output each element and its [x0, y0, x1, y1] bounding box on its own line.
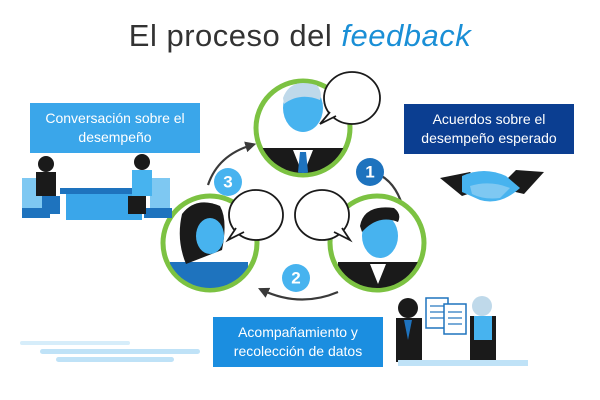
speech-bubble-icon	[225, 189, 284, 243]
speech-bubble-icon	[319, 71, 381, 125]
arrow-icon	[206, 141, 257, 186]
arrow-icon	[258, 287, 339, 301]
document-icon	[396, 296, 528, 366]
person-icon	[327, 193, 427, 293]
agreements-label: Acuerdos sobre el desempeño esperado	[404, 104, 574, 154]
step-badge-1: 1	[356, 158, 384, 186]
handshake-icon	[440, 170, 544, 202]
speech-bubble-icon	[294, 189, 353, 243]
conversation-label: Conversación sobre el desempeño	[30, 103, 200, 153]
title-prefix: El proceso del	[128, 18, 333, 53]
step-number: 3	[223, 173, 232, 192]
accompaniment-label: Acompañamiento y recolección de datos	[213, 317, 383, 367]
page-title: El proceso del feedback	[0, 18, 600, 54]
title-accent: feedback	[341, 18, 472, 53]
step-number: 1	[365, 163, 374, 182]
decorative-stripes	[20, 341, 200, 362]
meeting-desk-icon	[22, 154, 172, 220]
step-number: 2	[291, 269, 300, 288]
step-badge-2: 2	[282, 264, 310, 292]
step-badge-3: 3	[214, 168, 242, 196]
